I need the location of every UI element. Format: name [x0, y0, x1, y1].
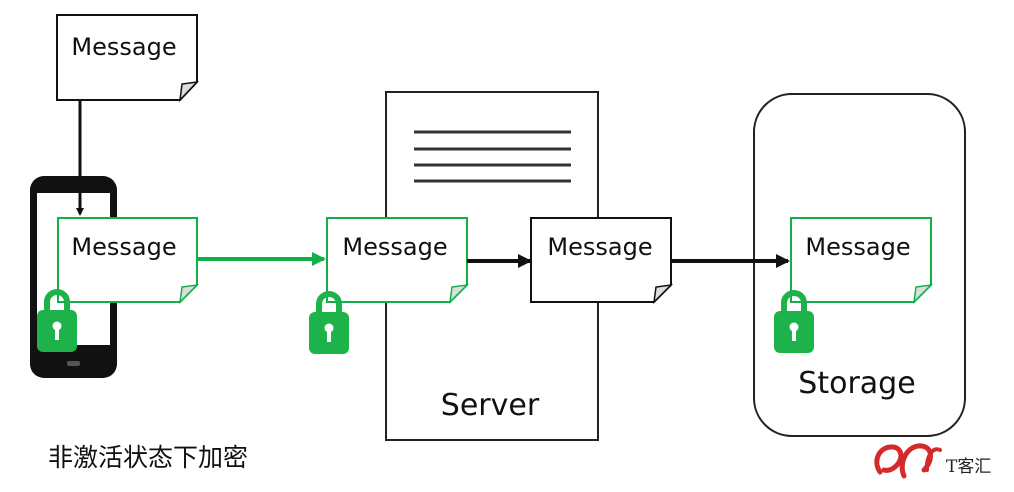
message-note-top: Message [56, 14, 199, 103]
storage-label: Storage [798, 366, 915, 401]
message-top-label: Message [71, 33, 176, 61]
lock-icon [774, 290, 814, 353]
brand-logo-text: T客汇 [946, 457, 991, 477]
brand-logo: T客汇 [874, 443, 991, 479]
lock-icon [309, 291, 349, 354]
message-phone-label: Message [71, 233, 176, 261]
message-note-phone: Message [57, 217, 200, 305]
lock-icon [37, 289, 77, 352]
message-storage-label: Message [805, 233, 910, 261]
message-server-in-label: Message [342, 233, 447, 261]
message-note-storage: Message [790, 217, 934, 305]
message-note-server-in: Message [326, 217, 470, 305]
message-note-server-out: Message [530, 217, 674, 305]
caption-text: 非激活状态下加密 [48, 443, 249, 472]
server-label: Server [441, 388, 540, 423]
message-server-out-label: Message [547, 233, 652, 261]
server-document-lines [414, 130, 571, 183]
